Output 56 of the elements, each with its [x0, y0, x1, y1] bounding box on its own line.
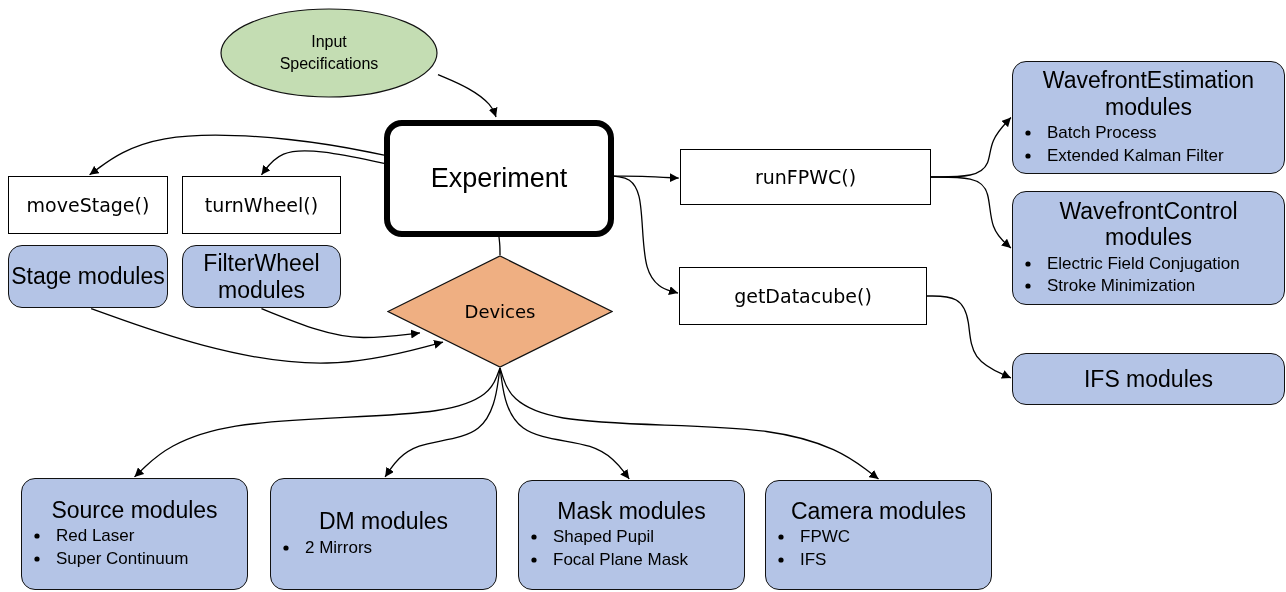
bullet-item: Shaped Pupil	[553, 527, 655, 547]
arrow	[613, 175, 679, 295]
module-box	[518, 480, 745, 590]
arrow	[88, 134, 385, 176]
function-name: getDatacube()	[734, 285, 872, 307]
bullet-item: FPWC	[800, 527, 851, 547]
module-box	[270, 478, 497, 590]
bullet-item: 2 Mirrors	[305, 537, 373, 557]
bullet-item: Focal Plane Mask	[553, 550, 689, 570]
module-title: Mask modules	[557, 497, 706, 525]
bullet-item: IFS	[800, 550, 827, 570]
function-box	[8, 176, 168, 234]
function-box	[679, 267, 927, 325]
function-box	[680, 149, 931, 205]
arrow	[930, 176, 1012, 249]
bullet-item: Extended Kalman Filter	[1047, 145, 1224, 165]
function-name: turnWheel()	[204, 194, 319, 216]
bullet-item: Super Continuum	[56, 549, 189, 569]
bullet-item: Stroke Minimization	[1047, 276, 1196, 296]
function-box	[182, 176, 341, 234]
arrow	[384, 367, 501, 478]
arrow	[260, 150, 385, 176]
node-label: Devices	[464, 301, 536, 322]
arrow	[499, 367, 880, 480]
node-label: Experiment	[430, 163, 568, 194]
arrow	[926, 295, 1012, 379]
arrow	[133, 367, 501, 478]
module-title: Stage modules	[11, 263, 165, 290]
module-title: IFS modules	[1083, 365, 1214, 393]
module-box	[182, 245, 341, 308]
module-title: WavefrontControl modules	[1058, 197, 1239, 251]
bullet-item: Red Laser	[56, 526, 135, 546]
module-title: FilterWheel modules	[202, 250, 321, 303]
function-name: moveStage()	[26, 194, 150, 216]
module-box	[765, 480, 992, 590]
module-box	[1012, 353, 1285, 405]
input-ellipse	[220, 8, 438, 98]
bullet-item: Electric Field Conjugation	[1047, 253, 1240, 273]
decision-diamond	[387, 255, 613, 368]
module-box	[8, 245, 168, 308]
module-title: Source modules	[51, 496, 218, 524]
bullet-item: Batch Process	[1047, 123, 1157, 142]
function-name: runFPWC()	[754, 166, 857, 188]
arrow	[613, 173, 680, 183]
module-box	[1012, 61, 1285, 174]
node-label: Input Specifications	[278, 31, 380, 74]
arrow	[260, 308, 421, 339]
connector-line	[498, 236, 501, 256]
module-title: Camera modules	[790, 497, 967, 525]
module-title: DM modules	[318, 508, 449, 535]
module-box	[1012, 191, 1285, 305]
arrow	[437, 73, 498, 118]
module-box	[21, 478, 248, 590]
experiment-box	[384, 120, 614, 237]
module-title: WavefrontEstimation modules	[1041, 67, 1256, 120]
arrow	[90, 308, 444, 364]
